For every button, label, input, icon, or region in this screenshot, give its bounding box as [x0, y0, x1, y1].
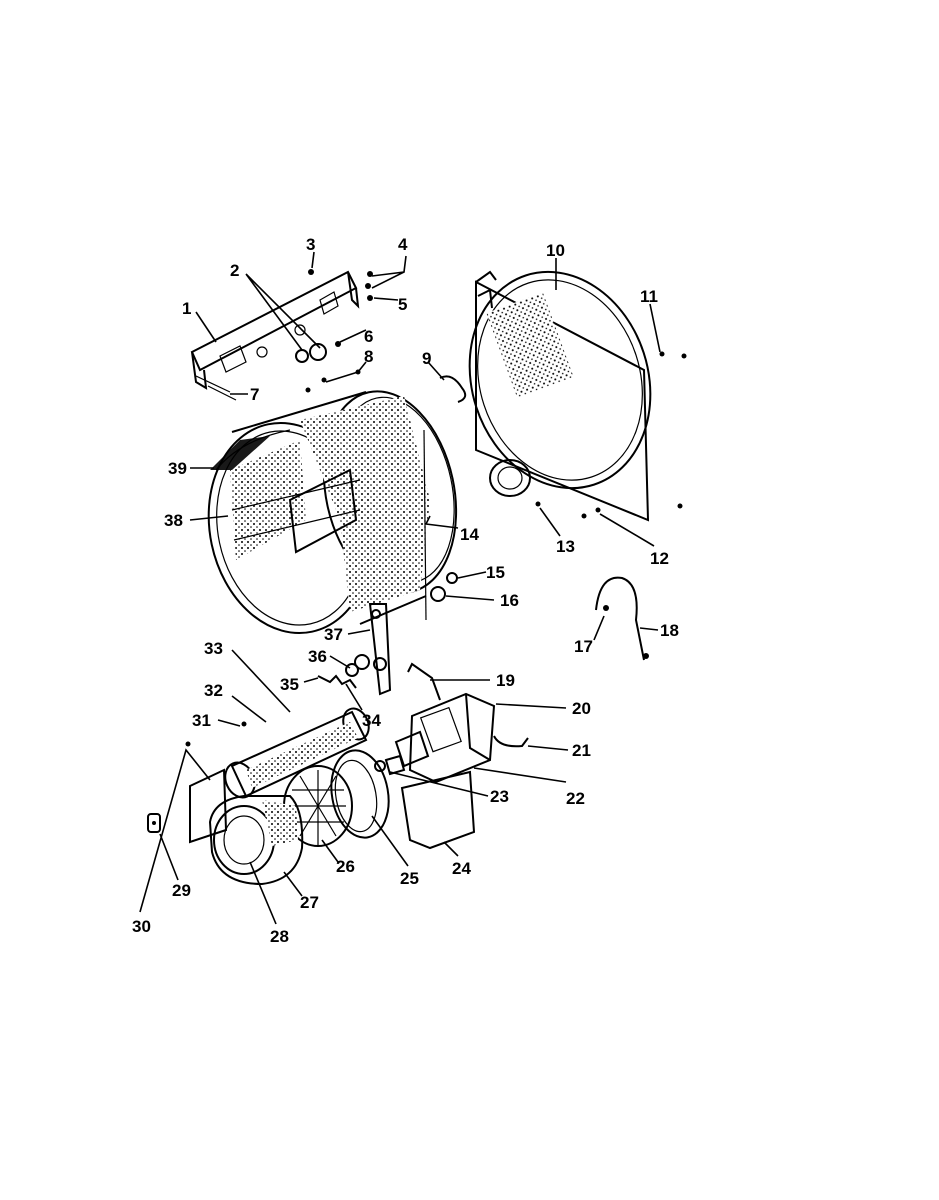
- callout-18: 18: [660, 621, 679, 640]
- callout-31: 31: [192, 711, 211, 730]
- callout-2: 2: [230, 261, 239, 280]
- callout-39: 39: [168, 459, 187, 478]
- motor-bracket-part: [400, 770, 476, 850]
- callout-25: 25: [400, 869, 419, 888]
- small-hardware-parts: [295, 269, 373, 393]
- blower-housing-part: [189, 768, 304, 886]
- callout-9: 9: [422, 349, 431, 368]
- callout-19: 19: [496, 671, 515, 690]
- motor-part: [384, 692, 496, 784]
- wire-part-21: [493, 735, 529, 748]
- callout-34: 34: [362, 711, 381, 730]
- screw-part-31: [241, 721, 247, 727]
- ring-parts: [423, 429, 458, 621]
- callout-24: 24: [452, 859, 471, 878]
- callout-22: 22: [566, 789, 585, 808]
- rear-panel-part: [468, 270, 652, 522]
- spring-part: [317, 674, 357, 689]
- callout-30: 30: [132, 917, 151, 936]
- callout-20: 20: [572, 699, 591, 718]
- callout-13: 13: [556, 537, 575, 556]
- idler-arm-part: [345, 603, 392, 696]
- callout-26: 26: [336, 857, 355, 876]
- heater-element-part: [224, 707, 370, 799]
- callout-17: 17: [574, 637, 593, 656]
- callout-1: 1: [182, 299, 191, 318]
- blower-wheel-part: [330, 749, 390, 839]
- pulley-part: [374, 760, 386, 772]
- callout-14: 14: [460, 525, 479, 544]
- callout-32: 32: [204, 681, 223, 700]
- clip-part-9: [439, 375, 467, 403]
- drum-part: [207, 390, 458, 635]
- callout-33: 33: [204, 639, 223, 658]
- top-bracket-part: [190, 270, 360, 401]
- callout-7: 7: [250, 385, 259, 404]
- callout-27: 27: [300, 893, 319, 912]
- wire-harness-part: [595, 576, 645, 661]
- callout-21: 21: [572, 741, 591, 760]
- callout-8: 8: [364, 347, 373, 366]
- callout-38: 38: [164, 511, 183, 530]
- callout-36: 36: [308, 647, 327, 666]
- callout-16: 16: [500, 591, 519, 610]
- callout-5: 5: [398, 295, 407, 314]
- callout-29: 29: [172, 881, 191, 900]
- callout-3: 3: [306, 235, 315, 254]
- clip-part-19: [407, 662, 441, 701]
- callout-11: 11: [640, 287, 658, 306]
- callout-6: 6: [364, 327, 373, 346]
- screw-part-30: [185, 741, 191, 747]
- callout-35: 35: [280, 675, 299, 694]
- leader-lines: [139, 251, 661, 925]
- callout-12: 12: [650, 549, 669, 568]
- callout-15: 15: [486, 563, 505, 582]
- callout-28: 28: [270, 927, 289, 946]
- callout-23: 23: [490, 787, 509, 806]
- thermostat-part: [147, 813, 161, 833]
- callout-4: 4: [398, 235, 408, 254]
- callout-labels: 1 2 3 4 5 6 7 8 9 10 11 12 13 14 15 16 1…: [132, 235, 679, 946]
- callout-37: 37: [324, 625, 343, 644]
- callout-10: 10: [546, 241, 565, 260]
